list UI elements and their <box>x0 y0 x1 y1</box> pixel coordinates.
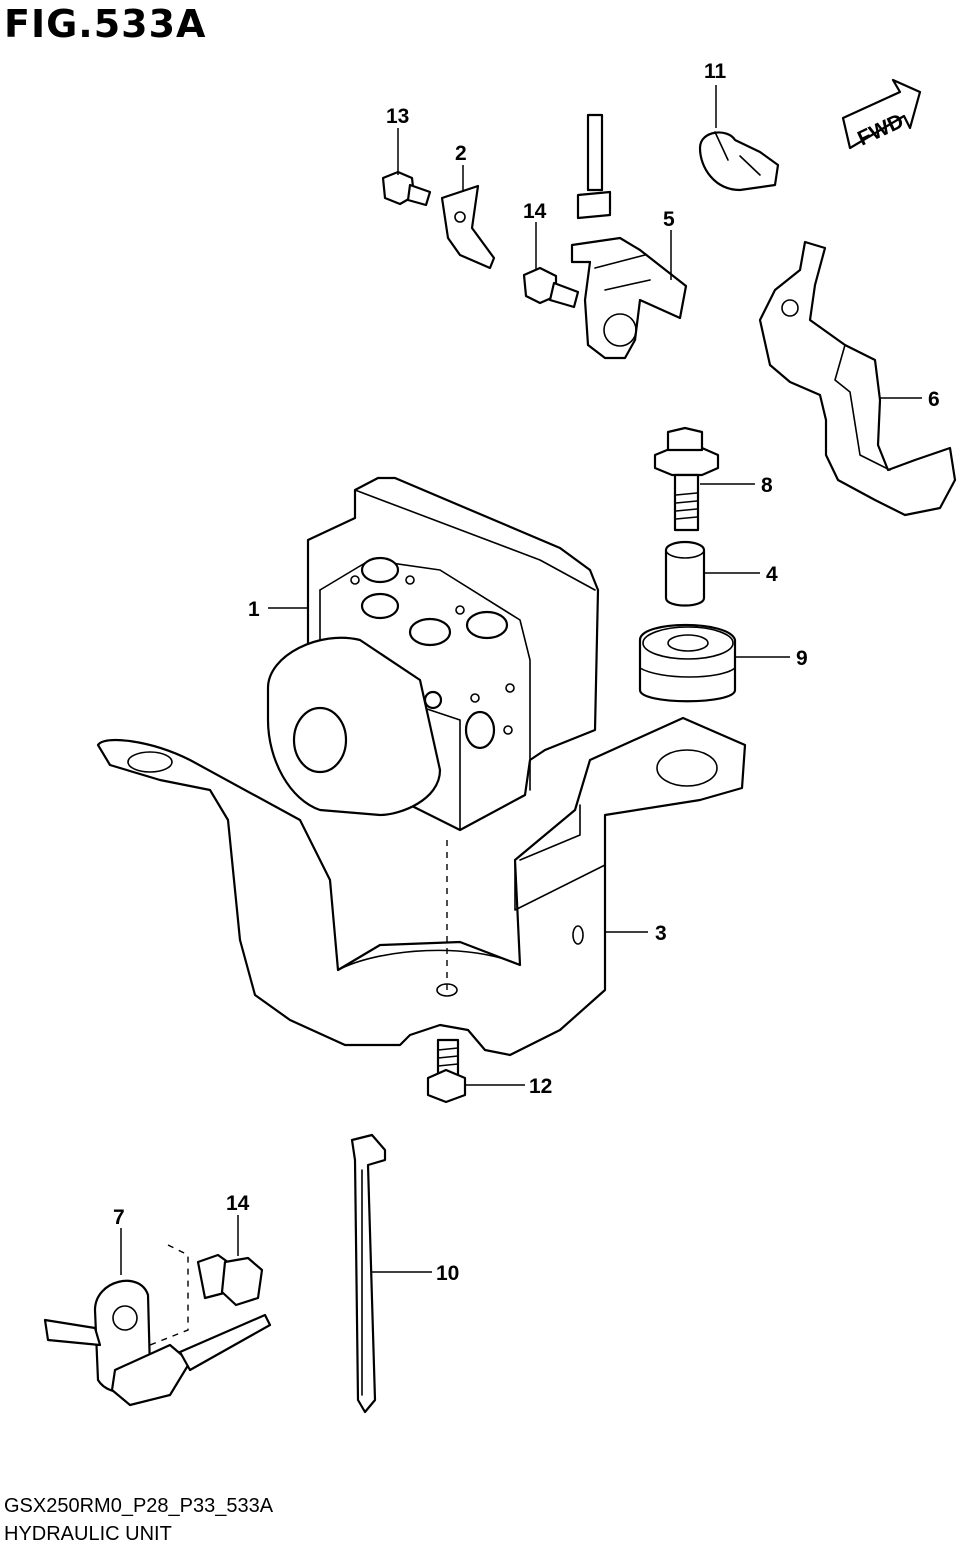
bracket-6 <box>758 240 957 517</box>
assembly-line <box>149 1244 189 1346</box>
hydraulic-unit-1 <box>266 476 600 832</box>
bolt-13 <box>381 170 432 207</box>
callout-2: 2 <box>455 142 467 165</box>
callout-7: 7 <box>113 1206 125 1229</box>
callout-6: 6 <box>928 388 940 411</box>
callout-12: 12 <box>529 1075 552 1098</box>
clamp-11 <box>698 131 780 192</box>
callout-1: 1 <box>248 598 260 621</box>
callout-10: 10 <box>436 1262 459 1285</box>
callout-14-lower: 14 <box>226 1192 250 1215</box>
figure-name: HYDRAULIC UNIT <box>4 1523 172 1545</box>
callout-14-upper: 14 <box>523 200 547 223</box>
bolt-14-lower <box>196 1253 264 1307</box>
callout-13: 13 <box>386 105 409 128</box>
bracket-3 <box>96 716 747 1057</box>
grommet-9 <box>638 623 737 703</box>
collar-4 <box>664 540 706 607</box>
figure-title: FIG.533A <box>4 2 207 46</box>
callout-3: 3 <box>655 922 667 945</box>
callout-11: 11 <box>704 60 727 83</box>
bolt-8 <box>653 426 720 532</box>
callout-9: 9 <box>796 647 808 670</box>
bolt-12 <box>426 1038 467 1104</box>
callout-5: 5 <box>663 208 675 231</box>
figure-code: GSX250RM0_P28_P33_533A <box>4 1495 274 1517</box>
bolt-14-upper <box>522 266 580 309</box>
bracket-2 <box>440 184 496 270</box>
sensor-7 <box>43 1279 272 1407</box>
fwd-arrow-icon: FWD <box>841 78 922 151</box>
cable-tie-10 <box>350 1133 387 1414</box>
callout-8: 8 <box>761 474 773 497</box>
callout-4: 4 <box>766 563 778 586</box>
sensor-5 <box>570 113 688 360</box>
